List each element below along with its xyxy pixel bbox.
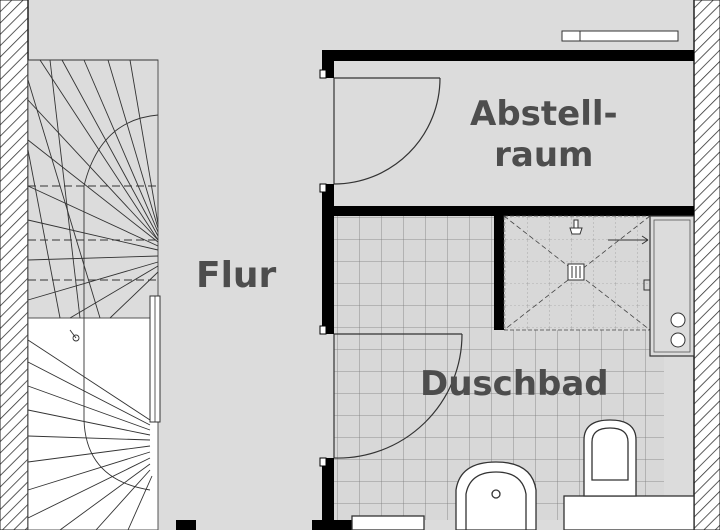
outer-wall-right (693, 0, 720, 530)
room-label-abstellraum-line1: Abstell- (470, 94, 618, 134)
door-swing-icon (333, 77, 441, 185)
washbasin-icon (351, 461, 537, 530)
hob-icon (649, 215, 695, 357)
room-label-duschbad: Duschbad (420, 364, 609, 404)
room-label-abstellraum-line2: raum (494, 135, 594, 176)
staircase (27, 59, 161, 530)
toilet-icon (563, 419, 695, 530)
room-label-flur: Flur (196, 255, 277, 296)
interior-walls (176, 50, 694, 530)
outer-wall-left (0, 0, 29, 530)
window-sill (561, 30, 679, 42)
door-swing-icon (333, 333, 463, 459)
stair-icon (27, 59, 159, 530)
shower-drain-icon (567, 263, 585, 281)
room-label-abstellraum: Abstell- raum (470, 94, 618, 177)
